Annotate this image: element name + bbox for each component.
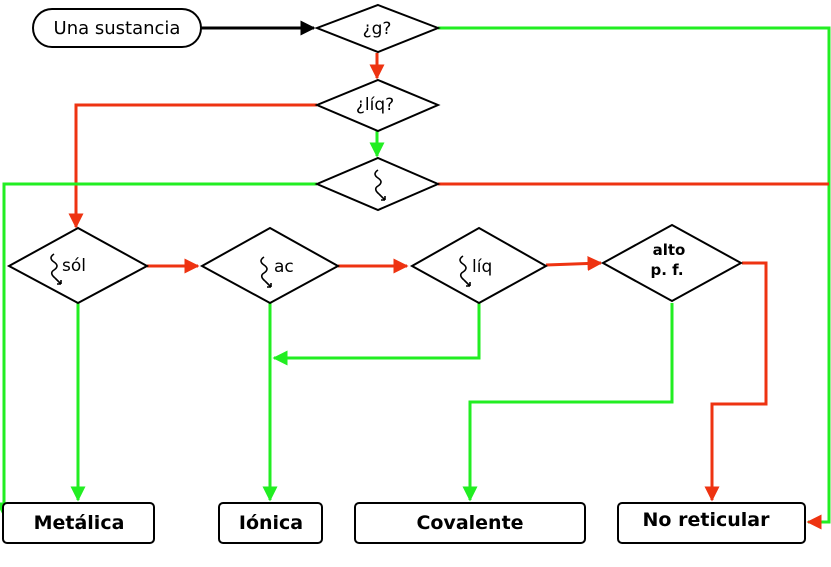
decision-high-line2: p. f. xyxy=(650,261,683,279)
decision-gas[interactable]: ¿g? xyxy=(314,3,441,54)
decision-liq2-label: líq xyxy=(472,257,492,277)
decision-liq2[interactable]: líq xyxy=(409,226,549,305)
edge-high-yes xyxy=(462,303,674,502)
result-ionic-label: Iónica xyxy=(239,512,303,534)
edge-high-no xyxy=(704,261,768,502)
result-covalent[interactable]: Covalente xyxy=(354,502,586,544)
squiggle-question-icon xyxy=(50,253,62,285)
decision-liquid-label: ¿líq? xyxy=(356,95,394,115)
decision-high-melting[interactable]: alto p. f. xyxy=(600,223,744,303)
edge-liq2-no xyxy=(545,255,603,271)
result-non-reticular-label: No reticular xyxy=(643,509,771,531)
edge-liq2-yes xyxy=(272,303,481,366)
decision-high-line1: alto xyxy=(653,241,686,259)
edge-gas-yes xyxy=(438,26,831,530)
edge-liquid-no xyxy=(68,103,317,229)
decision-solid-label: sól xyxy=(62,256,86,276)
decision-gas-label: ¿g? xyxy=(363,19,392,39)
decision-liquid[interactable]: ¿líq? xyxy=(314,78,441,133)
result-metallic-label: Metálica xyxy=(34,512,125,534)
result-ionic[interactable]: Iónica xyxy=(218,502,323,544)
decision-empty[interactable] xyxy=(314,156,441,212)
result-covalent-label: Covalente xyxy=(416,512,523,534)
result-metallic[interactable]: Metálica xyxy=(2,502,155,544)
start-node[interactable]: Una sustancia xyxy=(32,8,202,48)
squiggle-question-icon xyxy=(374,169,386,201)
decision-solid[interactable]: sól xyxy=(6,226,150,305)
result-non-reticular[interactable]: No reticular xyxy=(617,502,806,544)
start-label: Una sustancia xyxy=(54,18,181,39)
squiggle-question-icon xyxy=(459,255,471,287)
squiggle-question-icon xyxy=(260,256,272,288)
decision-acid[interactable]: ac xyxy=(199,226,341,305)
edge-empty-yes xyxy=(0,182,317,518)
decision-acid-label: ac xyxy=(274,257,294,277)
